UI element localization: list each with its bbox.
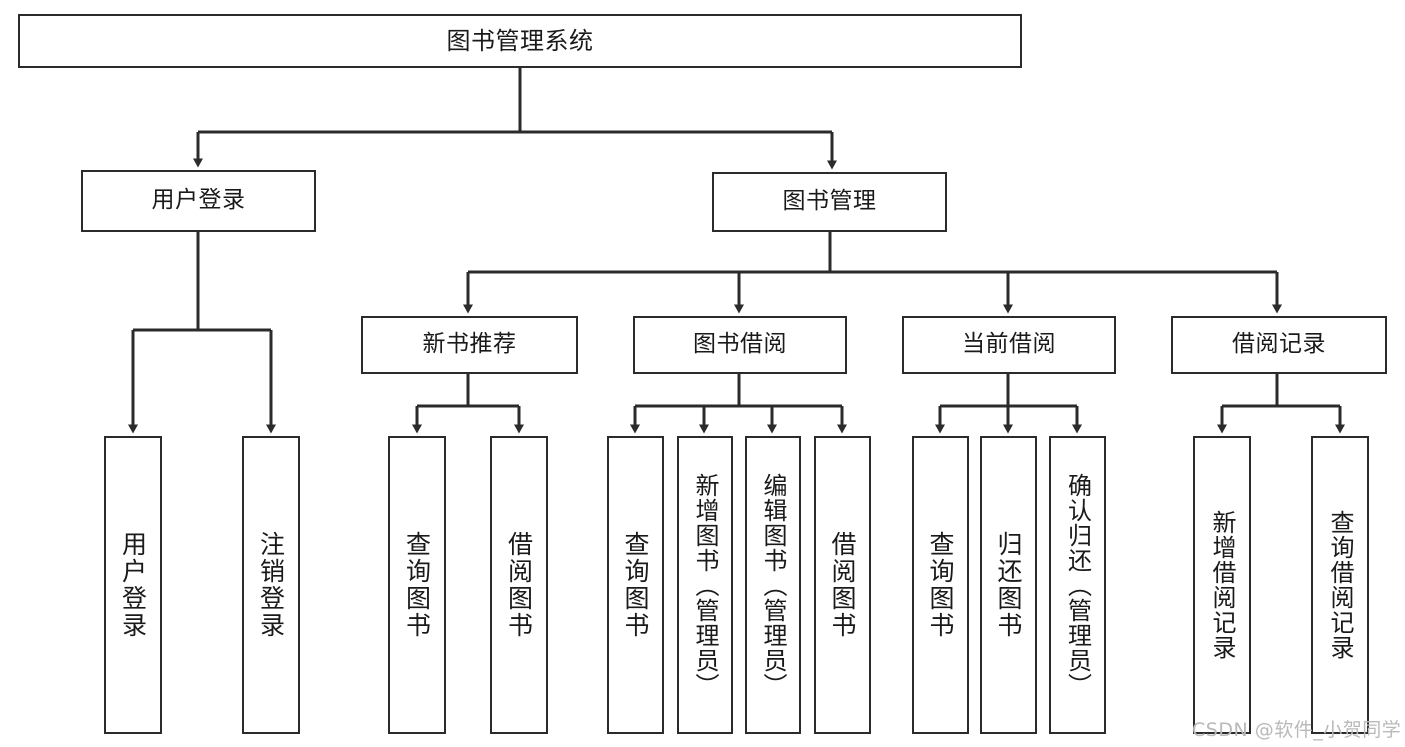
node-leaf-add-record[interactable]: 新增借阅记录 [1193, 436, 1251, 734]
node-leaf-confirm-return[interactable]: 确认归还（管理员） [1049, 436, 1106, 734]
node-leaf-user-login[interactable]: 用户登录 [104, 436, 162, 734]
node-leaf-query-record[interactable]: 查询借阅记录 [1311, 436, 1369, 734]
node-borrow-record-label: 借阅记录 [1232, 331, 1326, 358]
node-leaf-logout-login-label: 注销登录 [256, 531, 286, 639]
node-user-login-label: 用户登录 [151, 187, 246, 214]
node-leaf-borrow-book-1[interactable]: 借阅图书 [490, 436, 548, 734]
node-current-borrow[interactable]: 当前借阅 [902, 316, 1116, 374]
node-leaf-query-book-1-label: 查询图书 [402, 531, 432, 639]
node-leaf-add-record-label: 新增借阅记录 [1208, 510, 1236, 660]
node-leaf-add-book[interactable]: 新增图书（管理员） [677, 436, 733, 734]
node-leaf-edit-book-label: 编辑图书（管理员） [759, 472, 787, 698]
node-leaf-borrow-book-1-label: 借阅图书 [504, 531, 534, 639]
node-leaf-query-book-2-label: 查询图书 [621, 531, 650, 639]
node-book-manage[interactable]: 图书管理 [712, 172, 947, 232]
node-borrow-record[interactable]: 借阅记录 [1171, 316, 1387, 374]
node-leaf-borrow-book-2[interactable]: 借阅图书 [814, 436, 871, 734]
csdn-watermark: CSDN @软件_小贺同学 [1192, 719, 1402, 741]
node-new-book-recommend[interactable]: 新书推荐 [361, 316, 578, 374]
node-book-borrow-label: 图书借阅 [693, 331, 787, 358]
node-leaf-user-login-label: 用户登录 [118, 531, 148, 639]
node-leaf-query-book-3-label: 查询图书 [926, 531, 955, 639]
node-leaf-return-book-label: 归还图书 [994, 531, 1023, 639]
node-leaf-edit-book[interactable]: 编辑图书（管理员） [745, 436, 801, 734]
node-user-login[interactable]: 用户登录 [81, 170, 316, 232]
node-root[interactable]: 图书管理系统 [18, 14, 1022, 68]
node-leaf-query-book-1[interactable]: 查询图书 [388, 436, 446, 734]
node-leaf-borrow-book-2-label: 借阅图书 [828, 531, 857, 639]
node-leaf-query-book-2[interactable]: 查询图书 [607, 436, 664, 734]
node-leaf-confirm-return-label: 确认归还（管理员） [1063, 472, 1092, 698]
node-leaf-return-book[interactable]: 归还图书 [980, 436, 1037, 734]
node-leaf-query-book-3[interactable]: 查询图书 [912, 436, 969, 734]
node-book-borrow[interactable]: 图书借阅 [633, 316, 847, 374]
node-leaf-query-record-label: 查询借阅记录 [1326, 510, 1354, 660]
node-new-book-recommend-label: 新书推荐 [422, 331, 517, 358]
node-current-borrow-label: 当前借阅 [962, 331, 1056, 358]
node-leaf-add-book-label: 新增图书（管理员） [691, 472, 719, 698]
node-leaf-logout-login[interactable]: 注销登录 [242, 436, 300, 734]
node-root-label: 图书管理系统 [446, 26, 594, 55]
node-book-manage-label: 图书管理 [782, 188, 877, 215]
